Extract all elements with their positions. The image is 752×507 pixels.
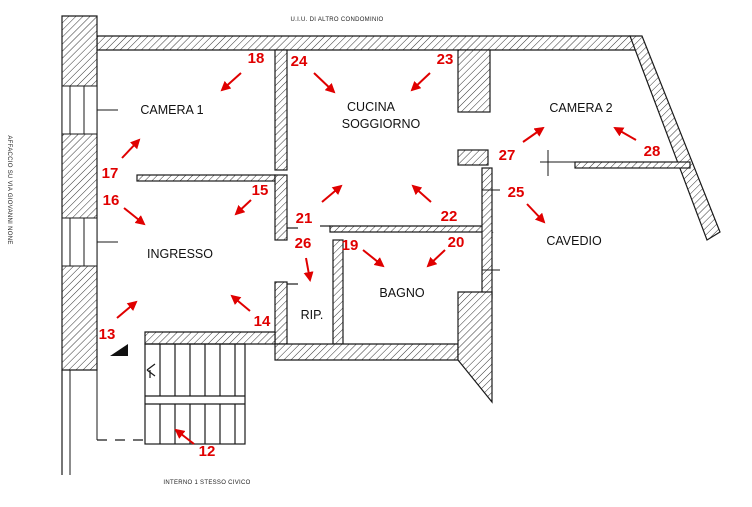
staircase (110, 343, 246, 445)
camera2-bottom-wall-right (574, 161, 691, 169)
svg-text:14: 14 (254, 313, 271, 330)
bottom-wall-right (274, 343, 459, 361)
bottom-wall (144, 331, 276, 345)
svg-text:25: 25 (508, 184, 525, 201)
room-ingresso: INGRESSO (147, 247, 213, 261)
rip-right-wall (332, 239, 344, 345)
svg-text:28: 28 (644, 143, 661, 160)
svg-text:17: 17 (102, 165, 119, 182)
windows (61, 85, 575, 271)
svg-text:24: 24 (291, 53, 308, 70)
photo-marker-13: 13 (99, 300, 138, 343)
svg-text:13: 13 (99, 326, 116, 343)
photo-marker-15: 15 (234, 182, 269, 216)
svg-text:20: 20 (448, 234, 465, 251)
bottom-neighbour-label: INTERNO 1 STESSO CIVICO (163, 480, 250, 486)
photo-marker-12: 12 (174, 428, 216, 460)
room-labels: CAMERA 1 CUCINA SOGGIORNO CAMERA 2 INGRE… (140, 100, 612, 322)
lower-left-lines (61, 370, 145, 475)
top-neighbour-label: U.I.U. DI ALTRO CONDOMINIO (290, 17, 383, 23)
room-bagno: BAGNO (379, 286, 424, 300)
room-cucina: CUCINA (347, 100, 396, 114)
svg-text:18: 18 (248, 50, 265, 67)
svg-text:16: 16 (103, 192, 120, 209)
photo-marker-24: 24 (291, 53, 336, 94)
camera1-ingresso-wall (136, 174, 276, 182)
room-soggiorno: SOGGIORNO (342, 117, 421, 131)
photo-marker-21: 21 (296, 184, 343, 227)
svg-text:19: 19 (342, 237, 359, 254)
bagno-top-wall (329, 225, 494, 233)
camera1-right-wall (274, 49, 288, 171)
svg-text:27: 27 (499, 147, 516, 164)
svg-text:26: 26 (295, 235, 312, 252)
svg-text:23: 23 (437, 51, 454, 68)
photo-marker-25: 25 (508, 184, 546, 224)
room-cavedio: CAVEDIO (546, 234, 602, 248)
photo-markers: 12 13 14 15 16 17 18 19 (99, 50, 661, 460)
photo-marker-19: 19 (342, 237, 385, 268)
photo-marker-27: 27 (499, 126, 545, 164)
top-wall (96, 35, 640, 51)
photo-marker-28: 28 (613, 127, 661, 160)
svg-text:22: 22 (441, 208, 458, 225)
photo-marker-20: 20 (426, 234, 465, 268)
room-camera-1: CAMERA 1 (140, 103, 203, 117)
photo-marker-26: 26 (295, 235, 314, 282)
svg-text:15: 15 (252, 182, 269, 199)
photo-marker-17: 17 (102, 138, 141, 182)
ingresso-right-wall-upper (274, 174, 288, 241)
left-exterior-wall (61, 15, 98, 371)
photo-marker-16: 16 (103, 192, 146, 226)
bagno-right-wall (481, 167, 493, 299)
door-ticks (287, 225, 330, 285)
svg-text:21: 21 (296, 210, 313, 227)
camera2-bottom-wall (457, 149, 489, 166)
ingresso-right-wall-lower (274, 281, 288, 345)
bagno-bottom-right-block (457, 291, 493, 404)
photo-marker-23: 23 (410, 51, 454, 92)
right-slanted-wall (629, 35, 721, 241)
room-camera-2: CAMERA 2 (549, 101, 612, 115)
side-street-label: AFFACCIO SU VIA GIOVANNI NONE (6, 135, 12, 244)
photo-marker-22: 22 (411, 184, 458, 225)
cucina-right-pillar (457, 49, 491, 113)
room-ripostiglio: RIP. (301, 308, 324, 322)
photo-marker-14: 14 (230, 294, 271, 330)
photo-marker-18: 18 (220, 50, 265, 92)
svg-text:12: 12 (199, 443, 216, 460)
